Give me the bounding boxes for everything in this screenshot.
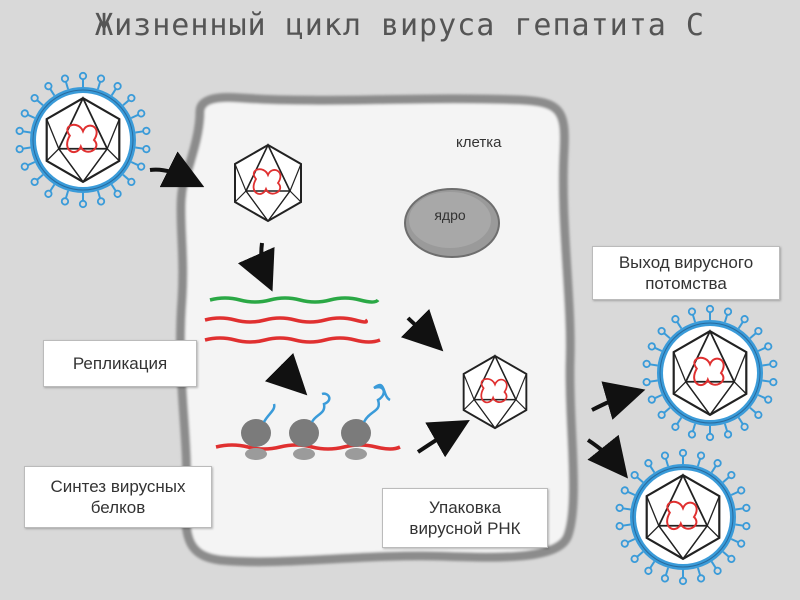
- spike-glycoprotein: [737, 417, 749, 431]
- spike-glycoprotein: [687, 307, 697, 323]
- spike-glycoprotein: [722, 550, 736, 564]
- spike-glycoprotein: [122, 173, 136, 187]
- ribosome: [289, 392, 331, 460]
- spike-glycoprotein: [757, 342, 773, 352]
- spike-glycoprotein: [730, 538, 746, 548]
- spike-glycoprotein: [762, 359, 778, 368]
- arrow-to-packaging: [400, 308, 444, 352]
- spike-glycoprotein: [657, 406, 671, 420]
- spike-glycoprotein: [644, 459, 656, 473]
- spike-glycoprotein: [642, 378, 658, 387]
- spike-glycoprotein: [78, 71, 88, 87]
- release-label: Выход вирусного потомства: [592, 246, 780, 300]
- exit-arrow-1: [591, 381, 646, 420]
- spike-glycoprotein: [705, 426, 715, 442]
- spike-glycoprotein: [44, 184, 56, 198]
- spike-glycoprotein: [737, 315, 749, 329]
- replication-label: Репликация: [43, 340, 197, 387]
- spike-glycoprotein: [723, 423, 733, 439]
- spike-glycoprotein: [647, 394, 663, 404]
- spike-glycoprotein: [110, 184, 122, 198]
- ribosome: [241, 403, 276, 460]
- spike-glycoprotein: [15, 126, 31, 135]
- spike-glycoprotein: [130, 161, 146, 171]
- spike-glycoprotein: [710, 459, 722, 473]
- spike-glycoprotein: [757, 394, 773, 404]
- spike-glycoprotein: [630, 550, 644, 564]
- rna-strand-1: [204, 316, 368, 324]
- spike-glycoprotein: [96, 74, 106, 90]
- spike-glycoprotein: [749, 406, 763, 420]
- spike-glycoprotein: [735, 522, 751, 531]
- spike-glycoprotein: [687, 423, 697, 439]
- arrow-to-assembly: [416, 420, 470, 458]
- spike-glycoprotein: [60, 190, 70, 206]
- exit-arrow-2: [586, 434, 628, 479]
- spike-glycoprotein: [615, 522, 631, 531]
- diagram-title: Жизненный цикл вируса гепатита С: [95, 8, 705, 43]
- spike-glycoprotein: [735, 503, 751, 512]
- released-virion: [642, 304, 778, 442]
- new-rna-strand: [209, 296, 380, 304]
- spike-glycoprotein: [78, 193, 88, 209]
- spike-glycoprotein: [678, 570, 688, 586]
- spike-glycoprotein: [96, 190, 106, 206]
- spike-glycoprotein: [20, 161, 36, 171]
- rna-strand-2: [204, 336, 381, 344]
- spike-glycoprotein: [620, 486, 636, 496]
- nucleus: [404, 188, 500, 258]
- packaging-label: Упаковка вирусной РНК: [382, 488, 548, 548]
- incoming-virion: [15, 71, 151, 209]
- ribosome: [341, 383, 391, 460]
- nucleus-label: ядро: [434, 207, 466, 223]
- spike-glycoprotein: [696, 451, 706, 467]
- spike-glycoprotein: [642, 359, 658, 368]
- spike-glycoprotein: [710, 561, 722, 575]
- cell-label: клетка: [456, 134, 502, 151]
- spike-glycoprotein: [762, 378, 778, 387]
- spike-glycoprotein: [44, 82, 56, 96]
- arrow-to-replication: [237, 242, 275, 292]
- spike-glycoprotein: [647, 342, 663, 352]
- spike-glycoprotein: [671, 315, 683, 329]
- released-virion: [615, 448, 751, 586]
- spike-glycoprotein: [660, 567, 670, 583]
- envelope-spikes: [642, 304, 778, 442]
- entry-arrow: [149, 151, 205, 188]
- spike-glycoprotein: [615, 503, 631, 512]
- envelope-spikes: [615, 448, 751, 586]
- spike-glycoprotein: [20, 109, 36, 119]
- spike-glycoprotein: [135, 145, 151, 154]
- spike-glycoprotein: [30, 173, 44, 187]
- spike-glycoprotein: [60, 74, 70, 90]
- spike-glycoprotein: [15, 145, 31, 154]
- spike-glycoprotein: [730, 486, 746, 496]
- spike-glycoprotein: [696, 567, 706, 583]
- spike-glycoprotein: [722, 470, 736, 484]
- arrow-to-translation: [264, 352, 308, 396]
- protein-synthesis-label: Синтез вирусных белков: [24, 466, 212, 528]
- spike-glycoprotein: [130, 109, 146, 119]
- spike-glycoprotein: [110, 82, 122, 96]
- spike-glycoprotein: [705, 304, 715, 320]
- envelope-spikes: [15, 71, 151, 209]
- spike-glycoprotein: [660, 451, 670, 467]
- spike-glycoprotein: [749, 326, 763, 340]
- mrna-strand: [215, 443, 401, 451]
- spike-glycoprotein: [678, 448, 688, 464]
- translation-ribosomes: [215, 383, 401, 460]
- spike-glycoprotein: [620, 538, 636, 548]
- spike-glycoprotein: [122, 93, 136, 107]
- replication-strands: [204, 296, 381, 344]
- spike-glycoprotein: [630, 470, 644, 484]
- spike-glycoprotein: [135, 126, 151, 135]
- spike-glycoprotein: [644, 561, 656, 575]
- spike-glycoprotein: [723, 307, 733, 323]
- spike-glycoprotein: [671, 417, 683, 431]
- spike-glycoprotein: [657, 326, 671, 340]
- spike-glycoprotein: [30, 93, 44, 107]
